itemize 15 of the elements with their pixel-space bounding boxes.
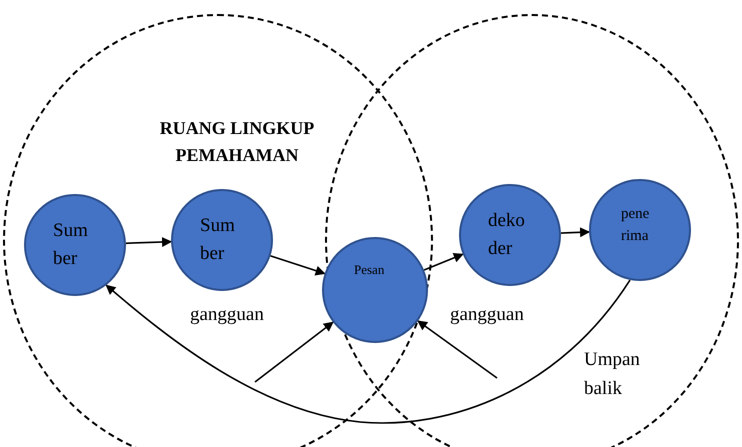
node-label: Sum ber	[200, 214, 236, 266]
node-label: Pesan	[354, 261, 386, 280]
node-label: pene rima	[621, 204, 650, 246]
arrow	[126, 237, 172, 248]
arrow	[254, 322, 334, 383]
arrow	[417, 320, 498, 379]
arrow	[424, 253, 464, 271]
arrow	[270, 255, 326, 276]
arrow	[560, 227, 590, 238]
noise-label: gangguan	[450, 303, 524, 327]
scope-heading: RUANG LINGKUP PEMAHAMAN	[158, 117, 316, 167]
node-label: deko der	[488, 208, 526, 261]
node-label: Sum ber	[53, 218, 89, 271]
arrow	[106, 280, 631, 424]
noise-label: gangguan	[190, 303, 264, 327]
